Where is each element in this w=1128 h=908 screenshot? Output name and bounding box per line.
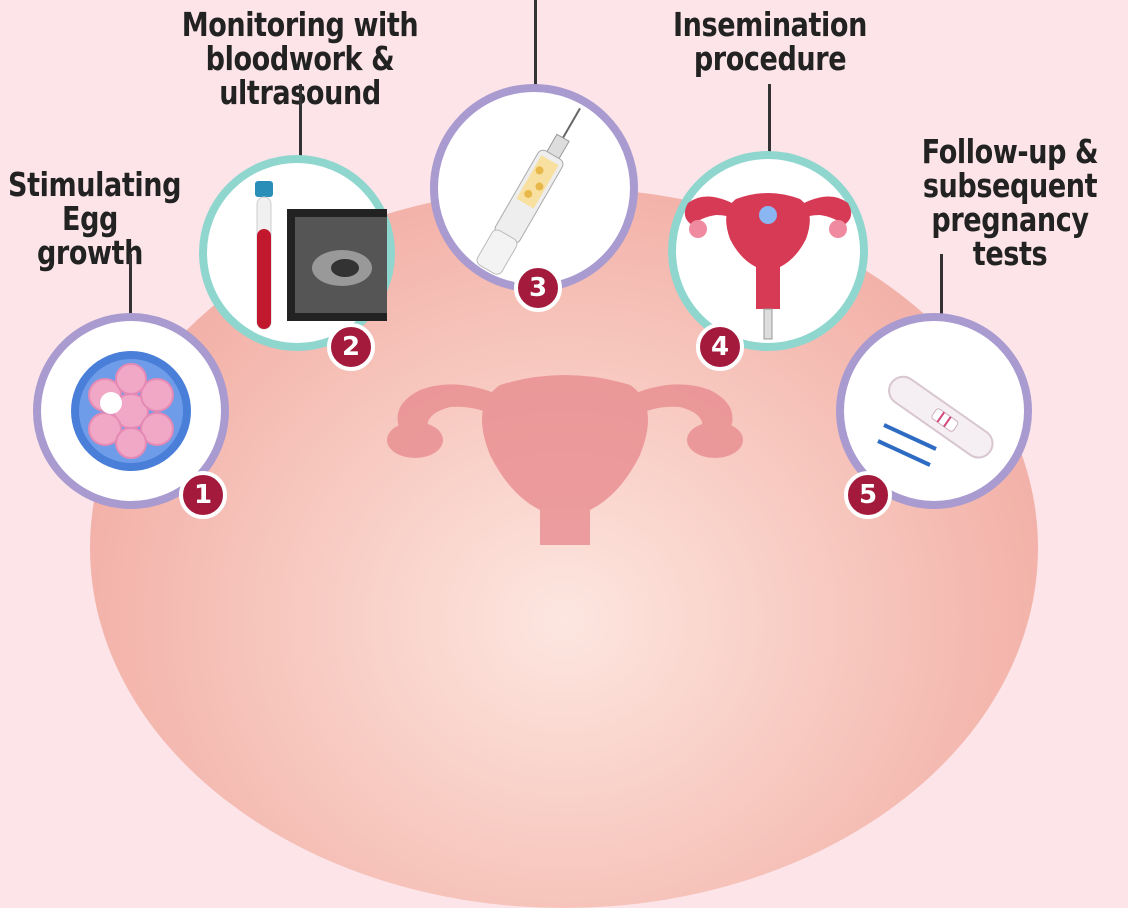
blood-tube-ultrasound-icon [207,163,387,343]
connector-4 [768,84,771,154]
step-4-badge: 4 [696,323,744,371]
connector-2 [299,84,302,158]
step-3-badge: 3 [514,264,562,312]
uterus-insemination-icon [676,159,860,343]
step-4-circle: 4 [668,151,868,351]
step-1-badge: 1 [179,471,227,519]
step-2-circle: 2 [199,155,395,351]
step-1-circle: 1 [33,313,229,509]
step-5-badge: 5 [844,471,892,519]
syringe-pen-icon [438,92,630,284]
step-3-circle: 3 [430,84,638,292]
connector-1 [129,254,132,314]
step-2-badge: 2 [327,323,375,371]
uterus-silhouette-icon [360,345,770,545]
step-5-circle: 5 [836,313,1032,509]
connector-3 [534,0,537,86]
connector-5 [940,254,943,314]
